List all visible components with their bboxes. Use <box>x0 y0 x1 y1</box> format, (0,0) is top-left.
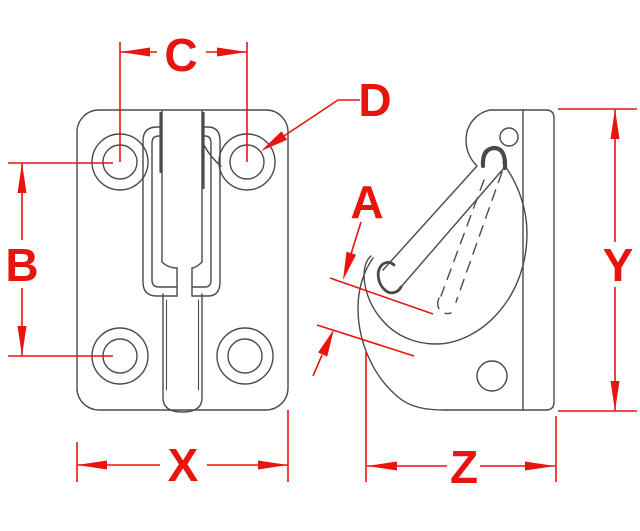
hook-shank <box>159 110 222 297</box>
label-A: A <box>350 176 383 228</box>
arrowhead <box>217 47 247 57</box>
side-bottom-hole <box>476 360 508 392</box>
dimension-B <box>8 162 113 357</box>
arrowhead <box>367 461 397 471</box>
arrowhead <box>525 461 555 471</box>
gate-pivot-cap <box>480 145 508 171</box>
front-plate-outline <box>76 109 289 411</box>
arrowhead <box>77 460 107 470</box>
dimensions <box>8 42 637 482</box>
front-view <box>76 109 289 413</box>
arrowhead <box>318 329 334 357</box>
arrowhead <box>120 47 150 57</box>
dimension-Y <box>558 108 637 412</box>
hook-tip-front <box>162 293 203 413</box>
gate-open-position-hidden-lines <box>437 171 503 315</box>
label-D: D <box>358 74 391 126</box>
mounting-holes <box>91 133 276 385</box>
dimension-labels: C D B A X Y Z <box>5 29 633 493</box>
arrowhead <box>258 460 288 470</box>
side-plate-outline <box>444 109 555 411</box>
gate-loop <box>142 126 221 297</box>
hook-outer-edge <box>357 257 446 411</box>
arrowhead <box>343 251 357 280</box>
label-Z: Z <box>450 441 478 493</box>
gate-right-edge <box>400 167 505 288</box>
dimension-C <box>119 42 248 162</box>
dimension-A <box>312 221 434 377</box>
arrowhead <box>17 163 27 193</box>
arrowhead <box>610 381 620 411</box>
dimension-Z <box>365 352 557 482</box>
gate-pivot-pin-hole <box>499 127 519 147</box>
arrowhead <box>261 131 288 151</box>
label-B: B <box>5 239 38 291</box>
hook-body-and-bowl <box>363 162 528 345</box>
arrowhead <box>610 109 620 139</box>
arrowhead <box>17 326 27 356</box>
label-C: C <box>164 29 197 81</box>
dimension-D <box>261 99 360 151</box>
gate-tip-curl <box>376 261 403 295</box>
side-view <box>357 109 555 411</box>
dimension-X <box>76 410 289 482</box>
hook-head-and-gate-left-edge <box>382 109 491 271</box>
label-Y: Y <box>603 239 634 291</box>
label-X: X <box>168 439 199 491</box>
